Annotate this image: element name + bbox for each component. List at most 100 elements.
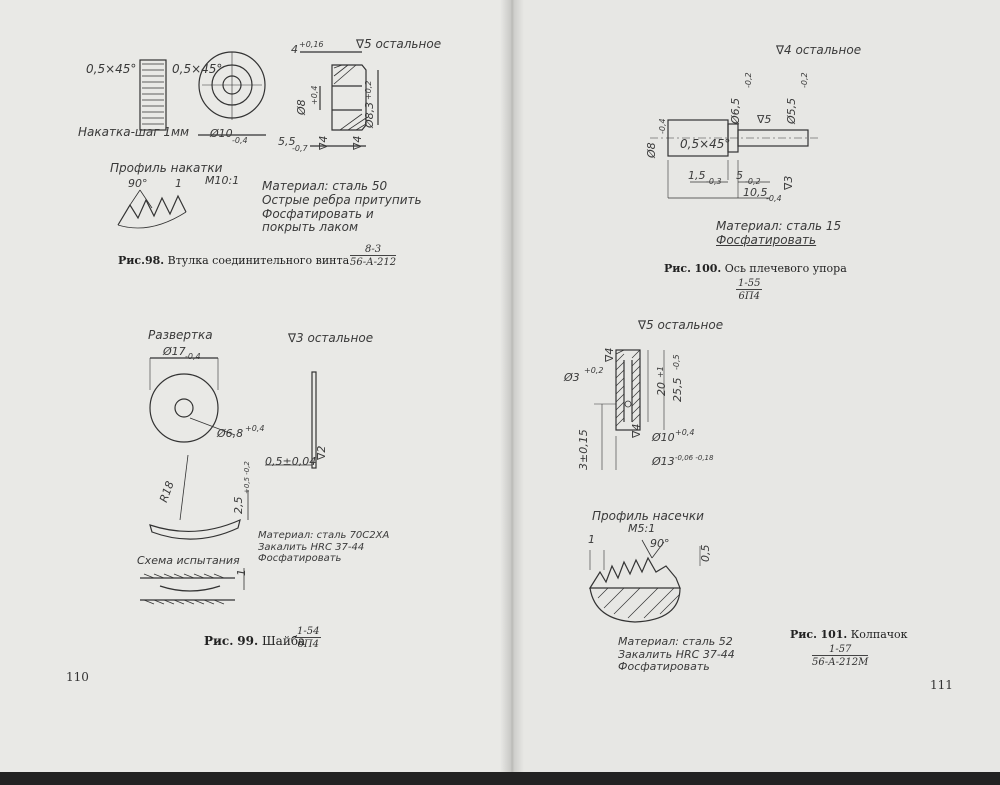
- fig101-dim-20: 20: [655, 382, 668, 396]
- fig100-dia-c: Ø8: [645, 142, 658, 158]
- fig100-roughness-rest: ∇4 остальное: [776, 43, 862, 57]
- fig98-dia-inner-tol: +0,4: [310, 85, 319, 105]
- fig99-material-block: Материал: сталь 70С2ХА Закалить HRC 37-4…: [258, 530, 389, 565]
- fig101-profile-body: [589, 587, 681, 623]
- fig100-len-a-tol: -0,3: [706, 177, 722, 186]
- fig100-rough-a: ∇5: [757, 113, 772, 126]
- fig100-code-bottom: 6П4: [738, 291, 760, 302]
- fig98-profile-title: Профиль накатки: [110, 161, 223, 175]
- fig98-material-line: покрыть лаком: [262, 220, 359, 235]
- fig101-profile-title: Профиль насечки: [592, 509, 704, 523]
- fig98-dia-outer-tol: -0,4: [232, 136, 248, 145]
- fig99-rough: ∇2: [315, 445, 328, 460]
- fig101-dim-25: 25,5: [671, 377, 684, 403]
- fig100-caption-num: 100.: [694, 262, 722, 275]
- right-page: [511, 0, 1000, 772]
- fig100-len-b-tol: -0,2: [745, 177, 761, 186]
- fig100-material-line: Фосфатировать: [716, 232, 817, 247]
- fig98-knurl-note: Накатка-шаг 1мм: [78, 125, 190, 139]
- fig99-test-scheme: Схема испытания: [137, 554, 240, 567]
- fig99-thickness: 0,5±0,04: [265, 455, 317, 468]
- fig98-material-line: Острые ребра притупить: [262, 192, 422, 207]
- fig100-chamfer: 0,5×45°: [680, 137, 731, 151]
- fig101-profile-angle: 90°: [650, 537, 670, 550]
- fig98-knurl-body: [139, 59, 167, 131]
- fig98-dim-len: 5,5: [278, 135, 296, 148]
- fig99-dia-outer-tol: -0,4: [185, 352, 201, 361]
- page-number-left: 110: [66, 670, 89, 684]
- fig100-caption-text: Ось плечевого упора: [724, 262, 847, 275]
- fig100-material-block: Материал: сталь 15 Фосфатировать: [716, 219, 842, 248]
- fig101-caption-text: Колпачок: [850, 628, 908, 641]
- fig101-profile-scale: M5:1: [628, 522, 656, 535]
- fig99-flat-title: Развертка: [148, 328, 213, 342]
- fig101-dia-inner: Ø10: [652, 431, 675, 444]
- fig98-profile-teeth: [117, 194, 187, 226]
- scan-bottom-edge: [0, 772, 1000, 785]
- fig99-material-line: Закалить HRC 37-44: [258, 541, 365, 553]
- fig101-roughness-rest: ∇5 остальное: [638, 318, 724, 332]
- fig101-material-line: Материал: сталь 52: [618, 635, 733, 648]
- fig101-material-line: Закалить HRC 37-44: [618, 647, 735, 661]
- fig99-test-dim: 1: [235, 569, 248, 576]
- fig99-roughness-rest: ∇3 остальное: [288, 331, 374, 345]
- fig98-dim-len-tol: -0,7: [292, 144, 308, 153]
- fig99-dia-hole: Ø6,8: [217, 427, 244, 440]
- fig98-caption-text: Втулка соединительного винта: [167, 254, 350, 267]
- fig101-dim-20-tol: +1: [656, 366, 665, 378]
- fig101-caption: Рис. 101. Колпачок: [790, 628, 908, 641]
- fig101-drawing: [588, 349, 701, 623]
- fig101-code-top: 1-57: [812, 644, 869, 656]
- fig98-caption-prefix: Рис.: [118, 254, 145, 267]
- fig98-profile-pitch: 1: [175, 177, 182, 190]
- fig98-dia-bore-tol: +0,2: [364, 80, 373, 100]
- fig99-caption-prefix: Рис.: [204, 634, 234, 648]
- fig101-dia-hole: Ø3: [564, 371, 580, 384]
- fig101-caption-prefix: Рис.: [790, 628, 817, 641]
- fig98-chamfer-left: 0,5×45°: [86, 62, 137, 76]
- fig99-height: 2,5: [232, 496, 245, 515]
- fig98-dia-bore: Ø8,3: [363, 101, 376, 128]
- fig98-material-line: Фосфатировать и: [262, 206, 374, 221]
- fig98-caption-num: 98.: [144, 254, 165, 267]
- fig98-code-top: 8-3: [350, 244, 397, 256]
- fig100-caption-prefix: Рис.: [664, 262, 691, 275]
- fig100-material-line: Материал: сталь 15: [716, 219, 842, 233]
- fig101-dia-outer-tol: -0,06 -0,18: [675, 454, 714, 462]
- fig101-caption-num: 101.: [820, 628, 848, 641]
- fig98-material-line: Материал: сталь 50: [262, 179, 388, 193]
- page-number-right: 111: [930, 678, 953, 692]
- fig100-drawing: [650, 119, 820, 199]
- fig100-len-a: 1,5: [688, 169, 706, 182]
- fig99-dia-hole-tol: +0,4: [245, 424, 265, 433]
- fig101-dia-hole-tol: +0,2: [584, 366, 604, 375]
- fig99-dia-outer: Ø17: [163, 345, 186, 358]
- fig98-material-block: Материал: сталь 50 Острые ребра притупит…: [262, 179, 422, 235]
- fig99-caption-text: Шайба: [261, 634, 306, 648]
- fig98-dim-width: 4: [291, 43, 298, 56]
- fig100-len-c: 10,5: [743, 186, 768, 199]
- fig98-profile-angle: 90°: [128, 177, 148, 190]
- fig98-chamfer-right: 0,5×45°: [172, 62, 223, 76]
- fig100-dia-c-tol: -0,4: [658, 118, 667, 134]
- fig99-test-washer: [159, 585, 221, 592]
- fig101-rough-b: ∇4: [630, 423, 643, 438]
- book-gutter: [500, 0, 524, 772]
- fig99-test-plates: [140, 577, 235, 601]
- fig98-dia-outer: Ø10: [210, 127, 233, 140]
- fig101-material-block: Материал: сталь 52 Закалить HRC 37-44 Фо…: [618, 635, 735, 674]
- fig101-material-line: Фосфатировать: [618, 660, 710, 674]
- fig101-profile-pitch: 1: [588, 533, 595, 546]
- fig99-material-line: Материал: сталь 70С2ХА: [258, 530, 390, 541]
- fig100-dia-b-tol: -0,2: [800, 72, 809, 88]
- fig98-rough-a: ∇4: [317, 135, 330, 150]
- fig100-dia-a: Ø6,5: [729, 97, 742, 124]
- fig99-caption: Рис. 99. Шайба: [204, 634, 305, 648]
- fig98-dim-width-tol: +0,16: [299, 40, 324, 49]
- fig100-rough-b: ∇3: [782, 175, 795, 190]
- fig99-hole-circle: [174, 398, 194, 418]
- fig98-profile-scale: M10:1: [205, 174, 240, 187]
- fig99-outer-circle: [149, 373, 219, 443]
- fig99-material-line: Фосфатировать: [258, 553, 342, 564]
- fig101-dia-outer: Ø13: [652, 455, 675, 468]
